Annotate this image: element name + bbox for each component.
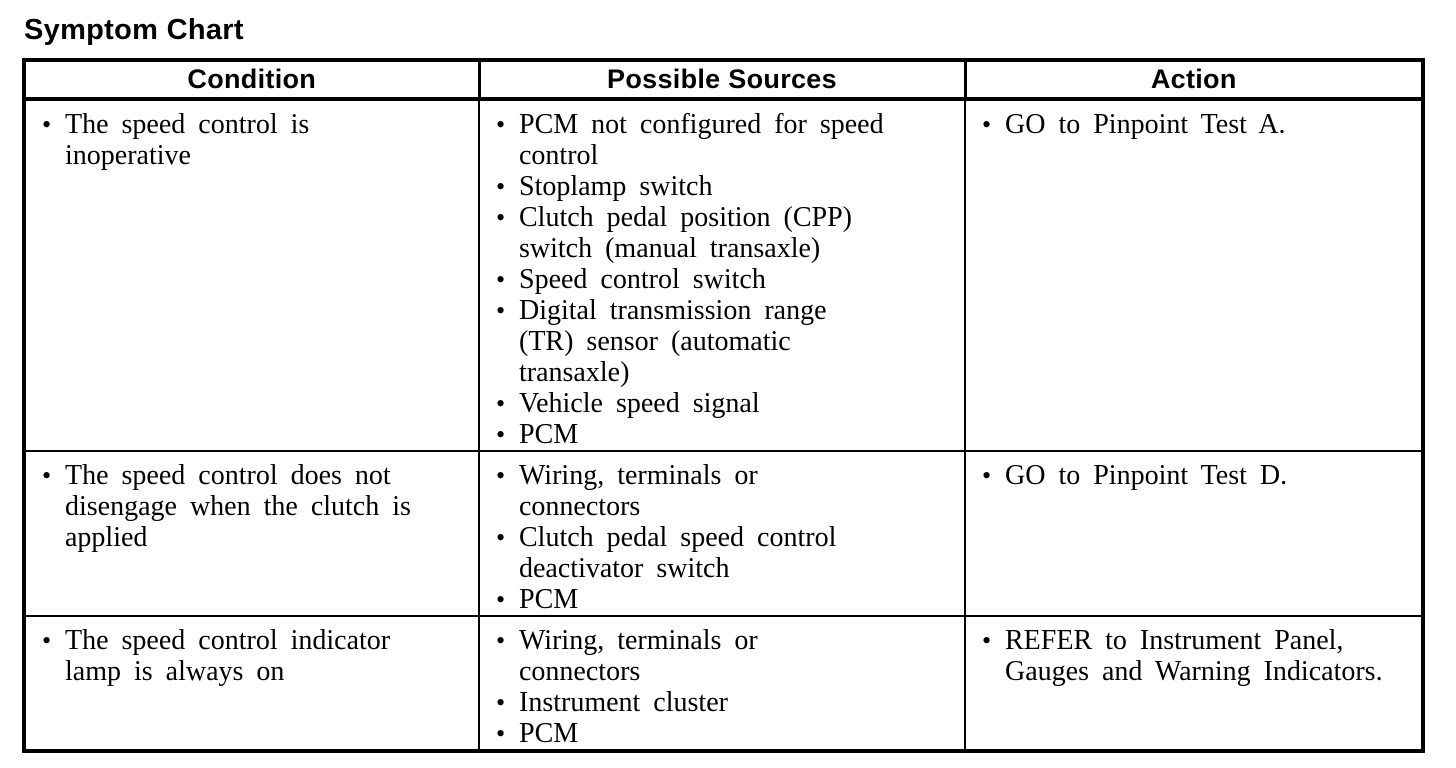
bullet-icon: • (496, 626, 506, 655)
list-item: • Speed control switch (480, 264, 886, 295)
column-header-condition: Condition (22, 58, 481, 101)
list-item: • Digital transmission range (TR) sensor… (480, 295, 886, 388)
list-item-text: Wiring, terminals or connectors (519, 460, 758, 522)
list-item: • PCM (480, 584, 886, 615)
list-item: • Wiring, terminals or connectors (480, 625, 886, 687)
list-item: • Stoplamp switch (480, 171, 886, 202)
table-row: • The speed control is inoperative • PCM… (23, 98, 1424, 452)
action-cell: • GO to Pinpoint Test D. (964, 450, 1424, 617)
condition-cell: • The speed control does not disengage w… (23, 450, 480, 617)
list-item: • Wiring, terminals or connectors (480, 460, 886, 522)
list-item-text: Speed control switch (519, 264, 766, 295)
bullet-icon: • (496, 172, 506, 201)
list-item-text: GO to Pinpoint Test A. (1005, 109, 1286, 140)
list-item-text: Stoplamp switch (519, 171, 713, 202)
list-item-text: Wiring, terminals or connectors (519, 625, 758, 687)
list-item-text: Vehicle speed signal (519, 388, 760, 419)
bullet-icon: • (496, 523, 506, 552)
list-item: • Vehicle speed signal (480, 388, 886, 419)
table-row: • The speed control does not disengage w… (23, 450, 1424, 617)
bullet-icon: • (496, 265, 506, 294)
bullet-icon: • (982, 626, 992, 655)
bullet-icon: • (42, 626, 52, 655)
column-header-action: Action (963, 58, 1425, 101)
sources-cell: • Wiring, terminals or connectors • Inst… (478, 615, 966, 752)
list-item: • GO to Pinpoint Test A. (966, 109, 1409, 140)
list-item-text: PCM (519, 419, 579, 450)
list-item: • REFER to Instrument Panel, Gauges and … (966, 625, 1409, 687)
bullet-icon: • (496, 203, 506, 232)
sources-cell: • PCM not configured for speed control •… (478, 98, 966, 452)
column-header-possible-sources: Possible Sources (477, 58, 967, 101)
table-header-row: Condition Possible Sources Action (22, 58, 1425, 101)
bullet-icon: • (496, 719, 506, 748)
list-item: • GO to Pinpoint Test D. (966, 460, 1409, 491)
list-item-text: Clutch pedal speed control deactivator s… (519, 522, 837, 584)
bullet-icon: • (496, 420, 506, 449)
list-item-text: GO to Pinpoint Test D. (1005, 460, 1288, 491)
action-cell: • REFER to Instrument Panel, Gauges and … (964, 615, 1424, 752)
bullet-icon: • (42, 461, 52, 490)
list-item-text: PCM (519, 718, 579, 749)
list-item: • Instrument cluster (480, 687, 886, 718)
action-cell: • GO to Pinpoint Test A. (964, 98, 1424, 452)
bullet-icon: • (496, 110, 506, 139)
list-item-text: REFER to Instrument Panel, Gauges and Wa… (1005, 625, 1383, 687)
list-item-text: The speed control is inoperative (65, 109, 310, 171)
list-item-text: The speed control indicator lamp is alwa… (65, 625, 391, 687)
list-item: • The speed control is inoperative (26, 109, 448, 171)
sources-cell: • Wiring, terminals or connectors • Clut… (478, 450, 966, 617)
list-item: • Clutch pedal position (CPP) switch (ma… (480, 202, 886, 264)
bullet-icon: • (496, 296, 506, 325)
table-row: • The speed control indicator lamp is al… (23, 615, 1424, 752)
bullet-icon: • (496, 585, 506, 614)
symptom-chart-table: Condition Possible Sources Action • The … (22, 58, 1425, 753)
list-item-text: Instrument cluster (519, 687, 728, 718)
list-item: • PCM (480, 419, 886, 450)
bullet-icon: • (42, 110, 52, 139)
bullet-icon: • (982, 110, 992, 139)
list-item-text: PCM (519, 584, 579, 615)
list-item: • The speed control does not disengage w… (26, 460, 448, 553)
list-item-text: Digital transmission range (TR) sensor (… (519, 295, 827, 388)
list-item: • Clutch pedal speed control deactivator… (480, 522, 886, 584)
list-item-text: Clutch pedal position (CPP) switch (manu… (519, 202, 852, 264)
list-item-text: PCM not configured for speed control (519, 109, 884, 171)
page-title: Symptom Chart (24, 14, 244, 46)
list-item: • PCM (480, 718, 886, 749)
bullet-icon: • (982, 461, 992, 490)
condition-cell: • The speed control is inoperative (23, 98, 480, 452)
bullet-icon: • (496, 688, 506, 717)
condition-cell: • The speed control indicator lamp is al… (23, 615, 480, 752)
bullet-icon: • (496, 461, 506, 490)
list-item: • PCM not configured for speed control (480, 109, 886, 171)
list-item-text: The speed control does not disengage whe… (65, 460, 411, 553)
bullet-icon: • (496, 389, 506, 418)
list-item: • The speed control indicator lamp is al… (26, 625, 448, 687)
